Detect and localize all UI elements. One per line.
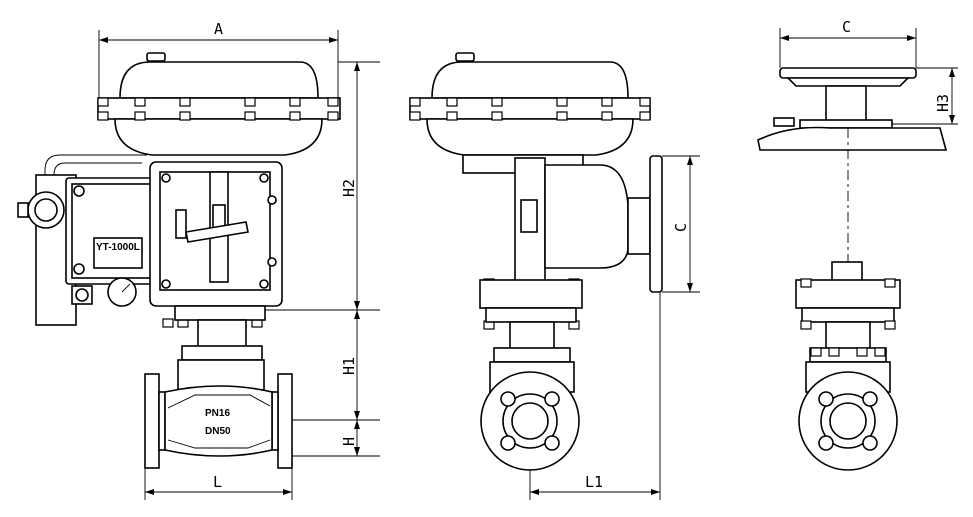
- bolt-icon: [810, 347, 822, 357]
- bolt-icon: [856, 347, 868, 357]
- dimension-a-label: A: [214, 20, 223, 38]
- bolt-icon: [409, 111, 421, 121]
- dimension-a: A: [98, 20, 339, 100]
- bolt-icon: [97, 111, 109, 121]
- actuator-housing: [97, 52, 341, 357]
- dimension-h3-label: H3: [934, 94, 952, 112]
- dimension-l-label: L: [213, 473, 222, 491]
- dimension-h2-label: H2: [340, 179, 358, 197]
- positioner: YT-1000L: [17, 154, 175, 326]
- side-flange: [480, 371, 580, 471]
- handwheel: [649, 155, 663, 293]
- bolt-icon: [446, 111, 458, 121]
- side-view: C L1: [409, 52, 700, 500]
- dimension-l: L: [144, 468, 293, 500]
- bolt-icon: [327, 111, 339, 121]
- bolt-icon: [289, 111, 301, 121]
- bolt-icon: [179, 111, 191, 121]
- nameplate-pn: PN16: [205, 408, 230, 419]
- bolt-icon: [601, 111, 613, 121]
- dimension-h1-label: H1: [340, 357, 358, 375]
- bolt-icon: [244, 97, 256, 107]
- nameplate-dn: DN50: [205, 426, 231, 437]
- bolt-icon: [828, 347, 840, 357]
- bolt-icon: [601, 97, 613, 107]
- bolt-icon: [162, 318, 174, 328]
- front-view: A YT-1000L: [17, 20, 380, 500]
- bolt-icon: [244, 111, 256, 121]
- bolt-icon: [491, 97, 503, 107]
- bolt-icon: [639, 97, 651, 107]
- handwheel-view: C H3: [757, 18, 958, 471]
- valve-body: PN16 DN50: [144, 319, 293, 469]
- bolt-icon: [327, 97, 339, 107]
- top-bolts: [800, 278, 896, 357]
- dimension-h3: H3: [892, 67, 958, 125]
- top-dimension-c-label: C: [842, 18, 851, 36]
- bolt-icon: [884, 320, 896, 330]
- bolt-icon: [289, 97, 301, 107]
- bolt-icon: [179, 97, 191, 107]
- bolt-icon: [134, 97, 146, 107]
- side-dimension-c-label: C: [672, 223, 690, 232]
- bolt-icon: [446, 97, 458, 107]
- dimension-l1: L1: [529, 292, 661, 500]
- bolt-icon: [874, 347, 886, 357]
- dimension-l1-label: L1: [585, 473, 603, 491]
- bolt-icon: [800, 320, 812, 330]
- bolt-icon: [556, 97, 568, 107]
- positioner-model-label: YT-1000L: [96, 242, 140, 253]
- yoke: [149, 161, 283, 321]
- bolt-icon: [556, 111, 568, 121]
- vertical-dimensions: H2 H1 H: [265, 61, 380, 457]
- bolt-icon: [884, 278, 896, 288]
- top-dimension-c: C: [779, 18, 917, 68]
- dimension-h-label: H: [340, 437, 358, 446]
- bolt-icon: [800, 278, 812, 288]
- bolt-icon: [409, 97, 421, 107]
- bolt-icon: [491, 111, 503, 121]
- bolt-icon: [97, 97, 109, 107]
- side-dimension-c: C: [662, 155, 700, 293]
- bolt-icon: [639, 111, 651, 121]
- bolt-icon: [134, 111, 146, 121]
- side-yoke: [479, 155, 663, 393]
